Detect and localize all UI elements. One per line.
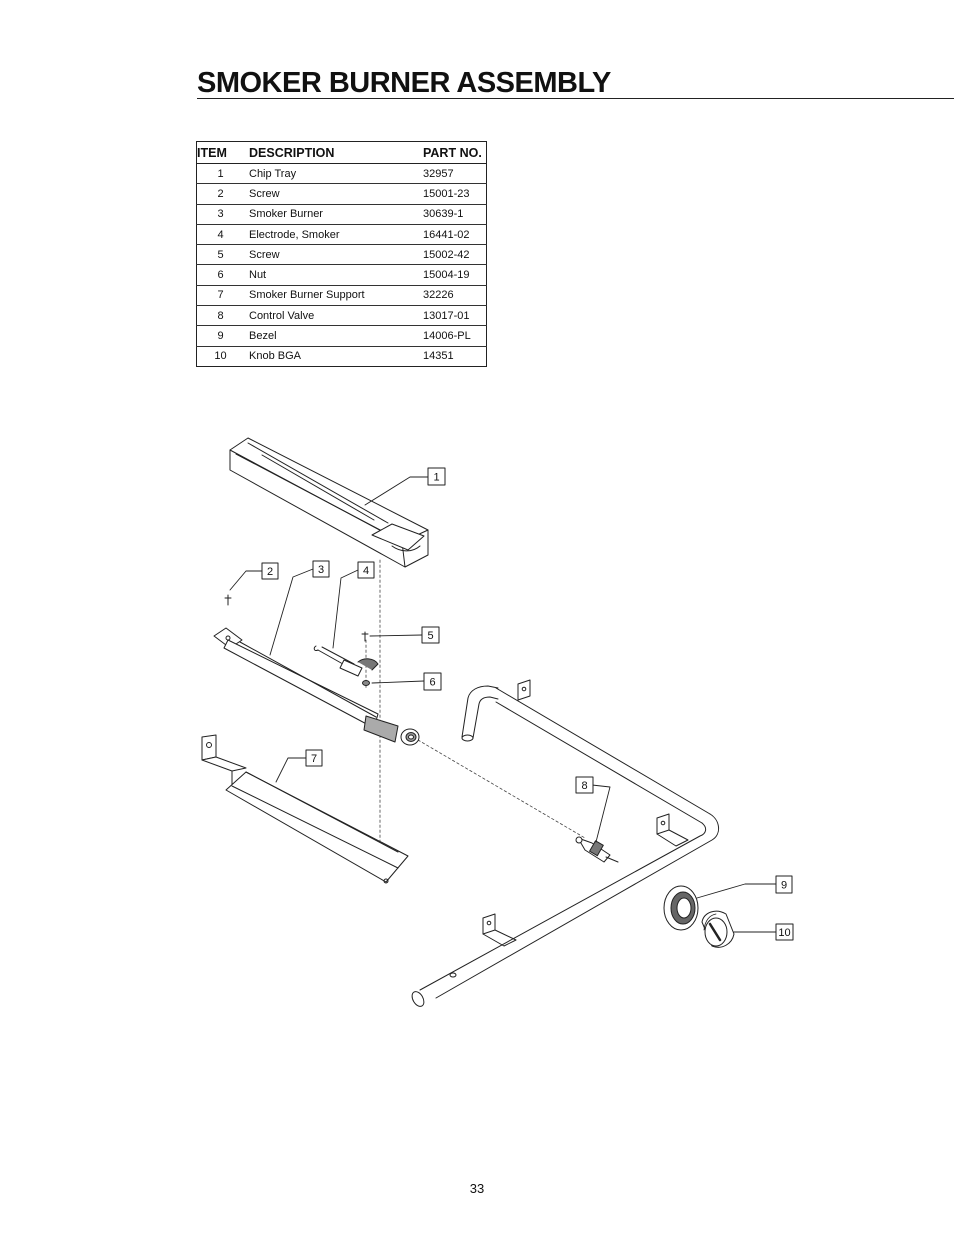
row-item: 4: [196, 224, 244, 246]
table-row: 8 Control Valve 13017-01: [196, 305, 487, 327]
callout-3: 3: [312, 560, 330, 578]
table-row: 3 Smoker Burner 30639-1: [196, 204, 487, 225]
table-row: 6 Nut 15004-19: [196, 264, 487, 286]
electrode: [313, 645, 379, 677]
callout-1: 1: [427, 467, 446, 486]
control-valve: [575, 836, 619, 863]
row-item: 2: [196, 183, 244, 205]
callout-number: 9: [781, 880, 787, 892]
row-part-no: 32226: [417, 285, 487, 307]
smoker-burner: [213, 627, 420, 746]
row-item: 3: [196, 204, 244, 225]
row-item: 9: [196, 325, 244, 347]
table-row: 2 Screw 15001-23: [196, 183, 487, 205]
leader-lines: [229, 476, 777, 933]
page-number: 33: [469, 1181, 485, 1196]
parts-table-header: ITEM DESCRIPTION PART NO.: [196, 141, 487, 164]
table-row: 4 Electrode, Smoker 16441-02: [196, 224, 487, 246]
gas-manifold: [411, 679, 719, 1007]
callout-number: 6: [429, 677, 435, 689]
callout-8: 8: [575, 776, 594, 794]
nut: [362, 680, 370, 686]
header-part-no: PART NO.: [417, 141, 487, 164]
row-part-no: 14006-PL: [417, 325, 487, 347]
page-title: SMOKER BURNER ASSEMBLY: [197, 67, 611, 99]
row-part-no: 32957: [417, 163, 487, 185]
row-part-no: 14351: [423, 350, 454, 363]
callout-7: 7: [305, 749, 323, 767]
row-item: 10: [214, 350, 227, 363]
row-part-no: 15004-19: [417, 264, 487, 286]
row-item: 5: [196, 244, 244, 266]
table-row: 9 Bezel 14006-PL: [196, 325, 487, 347]
assembly-guide-lines: [365, 559, 586, 846]
row-item: 8: [196, 305, 244, 327]
callout-5: 5: [421, 626, 440, 644]
table-row: 1 Chip Tray 32957: [196, 163, 487, 185]
callout-4: 4: [357, 561, 375, 579]
row-description: Screw: [244, 183, 417, 205]
callout-9: 9: [775, 875, 793, 894]
header-description: DESCRIPTION: [244, 141, 417, 164]
row-part-no: 15001-23: [417, 183, 487, 205]
table-row: 5 Screw 15002-42: [196, 244, 487, 266]
title-rule: [197, 98, 954, 99]
callout-number: 5: [427, 630, 433, 642]
row-item: 1: [196, 163, 244, 185]
callout-number: 8: [581, 780, 587, 792]
header-item: ITEM: [196, 141, 244, 164]
callout-number: 10: [778, 927, 790, 939]
row-part-no: 13017-01: [417, 305, 487, 327]
table-row: 7 Smoker Burner Support 32226: [196, 285, 487, 307]
row-description: Smoker Burner: [244, 204, 417, 225]
row-description: Knob BGA: [249, 350, 301, 363]
callout-number: 1: [433, 472, 439, 484]
knob: [701, 910, 735, 948]
row-description: Nut: [244, 264, 417, 286]
row-item: 6: [196, 264, 244, 286]
callout-2: 2: [261, 562, 279, 580]
screw-2: [224, 594, 232, 606]
row-description: Electrode, Smoker: [244, 224, 417, 246]
row-description: Control Valve: [244, 305, 417, 327]
row-part-no: 30639-1: [417, 204, 487, 225]
row-description: Smoker Burner Support: [244, 285, 417, 307]
row-item: 7: [196, 285, 244, 307]
burner-support: [201, 734, 409, 884]
parts-table: ITEM DESCRIPTION PART NO. 1 Chip Tray 32…: [196, 141, 487, 367]
callout-number: 7: [311, 753, 317, 765]
bezel: [663, 885, 699, 931]
screw-5: [361, 631, 369, 642]
row-part-no: 15002-42: [417, 244, 487, 266]
callout-6: 6: [423, 672, 442, 691]
callout-number: 2: [267, 566, 273, 578]
chip-tray: [229, 437, 429, 568]
callout-number: 4: [363, 565, 369, 577]
row-description: Chip Tray: [244, 163, 417, 185]
row-description: Bezel: [244, 325, 417, 347]
callout-10: 10: [775, 923, 794, 941]
row-part-no: 16441-02: [417, 224, 487, 246]
row-description: Screw: [244, 244, 417, 266]
callout-number: 3: [318, 564, 324, 576]
table-row: 10 Knob BGA 14351: [197, 346, 487, 366]
